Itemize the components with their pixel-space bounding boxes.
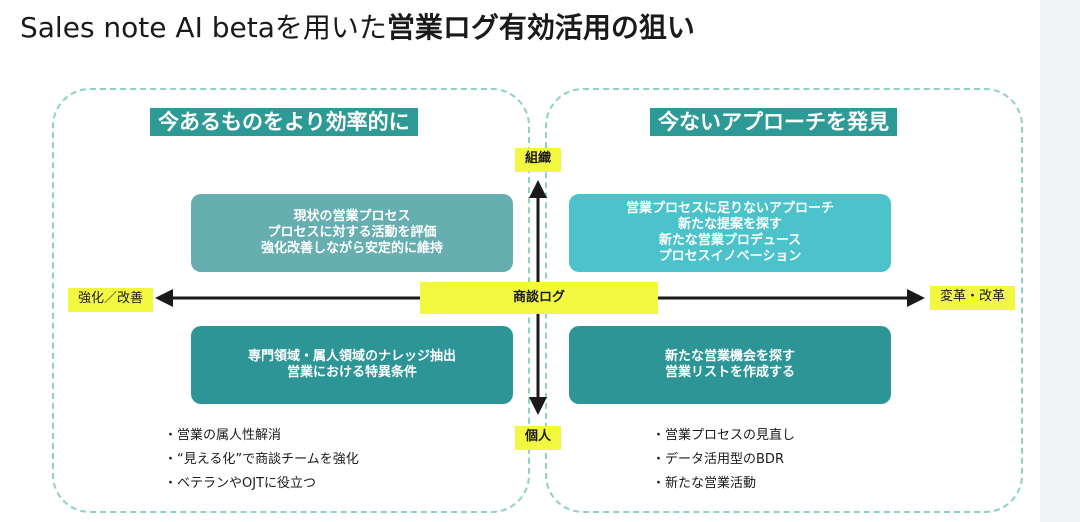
list-item: 新たな営業活動: [652, 472, 795, 496]
axis-label-organization: 組織: [515, 148, 561, 172]
box-missing-approach: 営業プロセスに足りないアプローチ 新たな提案を探す 新たな営業プロデュース プロ…: [569, 194, 891, 272]
axis-label-individual: 個人: [515, 426, 561, 450]
list-item: “見える化”で商談チームを強化: [164, 448, 359, 472]
list-item: データ活用型のBDR: [652, 448, 795, 472]
list-item: 営業の属人性解消: [164, 424, 359, 448]
list-item: ベテランやOJTに役立つ: [164, 472, 359, 496]
box-line: 強化改善しながら安定的に維持: [260, 241, 443, 256]
right-panel-heading: 今ないアプローチを発見: [650, 108, 897, 136]
box-line: 新たな提案を探す: [677, 217, 782, 232]
box-line: プロセスイノベーション: [658, 249, 802, 264]
left-panel-heading: 今あるものをより効率的に: [150, 108, 418, 136]
box-line: プロセスに対する活動を評価: [267, 225, 437, 240]
box-line: 新たな営業機会を探す: [664, 349, 795, 364]
box-current-process: 現状の営業プロセス プロセスに対する活動を評価 強化改善しながら安定的に維持: [191, 194, 513, 272]
center-label-sales-log: 商談ログ: [420, 282, 658, 314]
left-bullet-list: 営業の属人性解消 “見える化”で商談チームを強化 ベテランやOJTに役立つ: [164, 424, 359, 496]
right-bullet-list: 営業プロセスの見直し データ活用型のBDR 新たな営業活動: [652, 424, 795, 496]
title-emphasis: 営業ログ有効活用の狙い: [386, 11, 695, 44]
box-line: 現状の営業プロセス: [293, 209, 411, 224]
axis-label-improvement: 強化／改善: [68, 288, 153, 312]
axis-label-transformation: 変革・改革: [930, 286, 1015, 310]
box-line: 営業における特異条件: [286, 365, 417, 380]
box-line: 専門領域・属人領域のナレッジ抽出: [247, 349, 456, 364]
list-item: 営業プロセスの見直し: [652, 424, 795, 448]
box-line: 営業プロセスに足りないアプローチ: [625, 201, 834, 216]
box-new-opportunities: 新たな営業機会を探す 営業リストを作成する: [569, 326, 891, 404]
box-line: 新たな営業プロデュース: [658, 233, 802, 248]
page-title: Sales note AI betaを用いた営業ログ有効活用の狙い: [20, 10, 695, 46]
box-knowledge-extraction: 専門領域・属人領域のナレッジ抽出 営業における特異条件: [191, 326, 513, 404]
title-prefix: Sales note AI betaを用いた: [20, 11, 387, 44]
right-edge-strip: [1040, 0, 1080, 522]
box-line: 営業リストを作成する: [664, 365, 795, 380]
